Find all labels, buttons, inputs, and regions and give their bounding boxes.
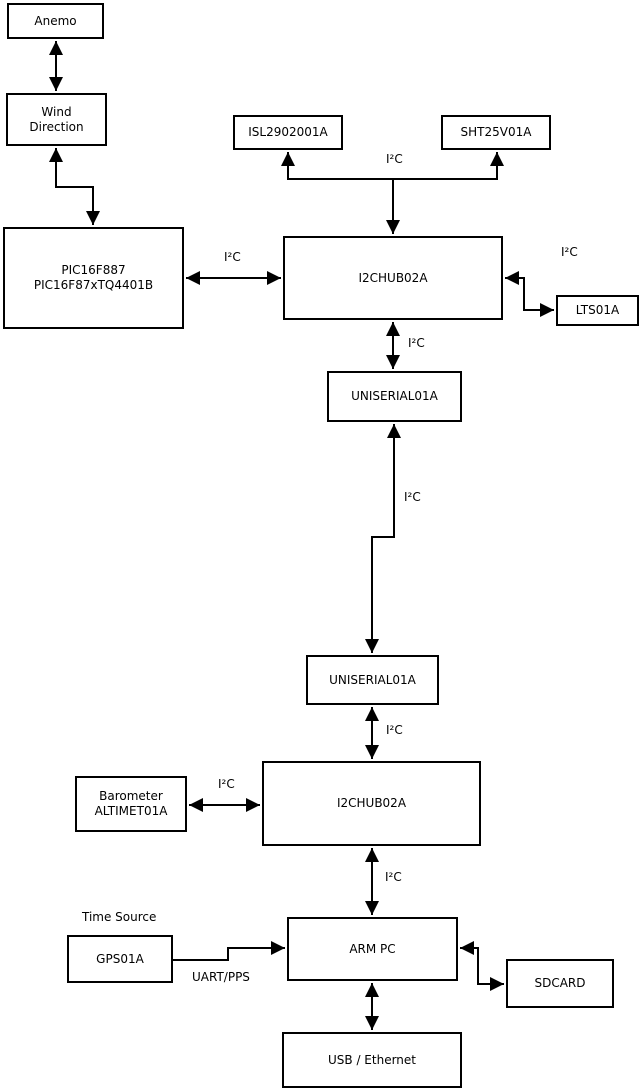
- node-label: SHT25V01A: [460, 125, 532, 139]
- node-label: GPS01A: [96, 951, 144, 966]
- node-lts01a: LTS01A: [556, 295, 639, 326]
- connector-gps-armpc: [173, 941, 285, 961]
- node-sdcard: SDCARD: [506, 959, 614, 1008]
- edge-label-i2c-lts: I²C: [561, 245, 578, 259]
- node-label-line2: Direction: [29, 119, 84, 134]
- node-isl2902001a: ISL2902001A: [233, 115, 343, 150]
- edge-label-time-source: Time Source: [82, 910, 157, 924]
- connector-uni1-uni2: [365, 424, 401, 653]
- node-label-line1: Wind: [41, 104, 72, 119]
- edge-label-i2c-baro: I²C: [218, 777, 235, 791]
- edge-label-i2c-pic-hub1: I²C: [224, 250, 241, 264]
- node-pic16f887: PIC16F887 PIC16F87xTQ4401B: [3, 227, 184, 329]
- edge-label-i2c-bus-top: I²C: [386, 152, 403, 166]
- edge-label-i2c-uni2-hub2: I²C: [386, 723, 403, 737]
- edge-label-i2c-hub2-armpc: I²C: [385, 870, 402, 884]
- connector-armpc-sdcard: [460, 941, 504, 991]
- node-label-line1: Barometer: [99, 789, 163, 803]
- node-i2chub02a-lower: I2CHUB02A: [262, 761, 481, 846]
- node-label: Anemo: [34, 13, 77, 28]
- node-label-line2: PIC16F87xTQ4401B: [33, 278, 154, 292]
- node-arm-pc: ARM PC: [287, 917, 458, 981]
- node-gps01a: GPS01A: [67, 935, 173, 983]
- node-label: UNISERIAL01A: [329, 672, 416, 687]
- node-label: I2CHUB02A: [358, 270, 428, 285]
- node-uniserial01a-lower: UNISERIAL01A: [306, 655, 439, 705]
- connector-wind-pic: [49, 148, 100, 225]
- edge-label-uart-pps: UART/PPS: [192, 970, 250, 984]
- node-uniserial01a-upper: UNISERIAL01A: [327, 371, 462, 422]
- node-label: I2CHUB02A: [336, 796, 407, 810]
- node-label: SDCARD: [534, 976, 586, 990]
- node-label-line1: PIC16F887: [61, 263, 126, 277]
- node-anemo: Anemo: [7, 3, 104, 39]
- node-label: ISL2902001A: [248, 125, 328, 139]
- node-wind-direction: Wind Direction: [6, 93, 107, 146]
- node-label: LTS01A: [575, 303, 620, 317]
- node-sht25v01a: SHT25V01A: [441, 115, 551, 150]
- node-label: UNISERIAL01A: [351, 389, 438, 403]
- node-i2chub02a-upper: I2CHUB02A: [283, 236, 503, 320]
- edge-label-i2c-long-link: I²C: [404, 490, 421, 504]
- node-label: USB / Ethernet: [328, 1052, 416, 1067]
- node-label: ARM PC: [349, 941, 396, 956]
- node-label-line2: ALTIMET01A: [94, 804, 168, 818]
- edge-label-i2c-hub1-uni1: I²C: [408, 336, 425, 350]
- node-barometer-altimet01a: Barometer ALTIMET01A: [75, 776, 187, 832]
- connector-hub1-lts: [505, 271, 554, 317]
- node-usb-ethernet: USB / Ethernet: [282, 1032, 462, 1088]
